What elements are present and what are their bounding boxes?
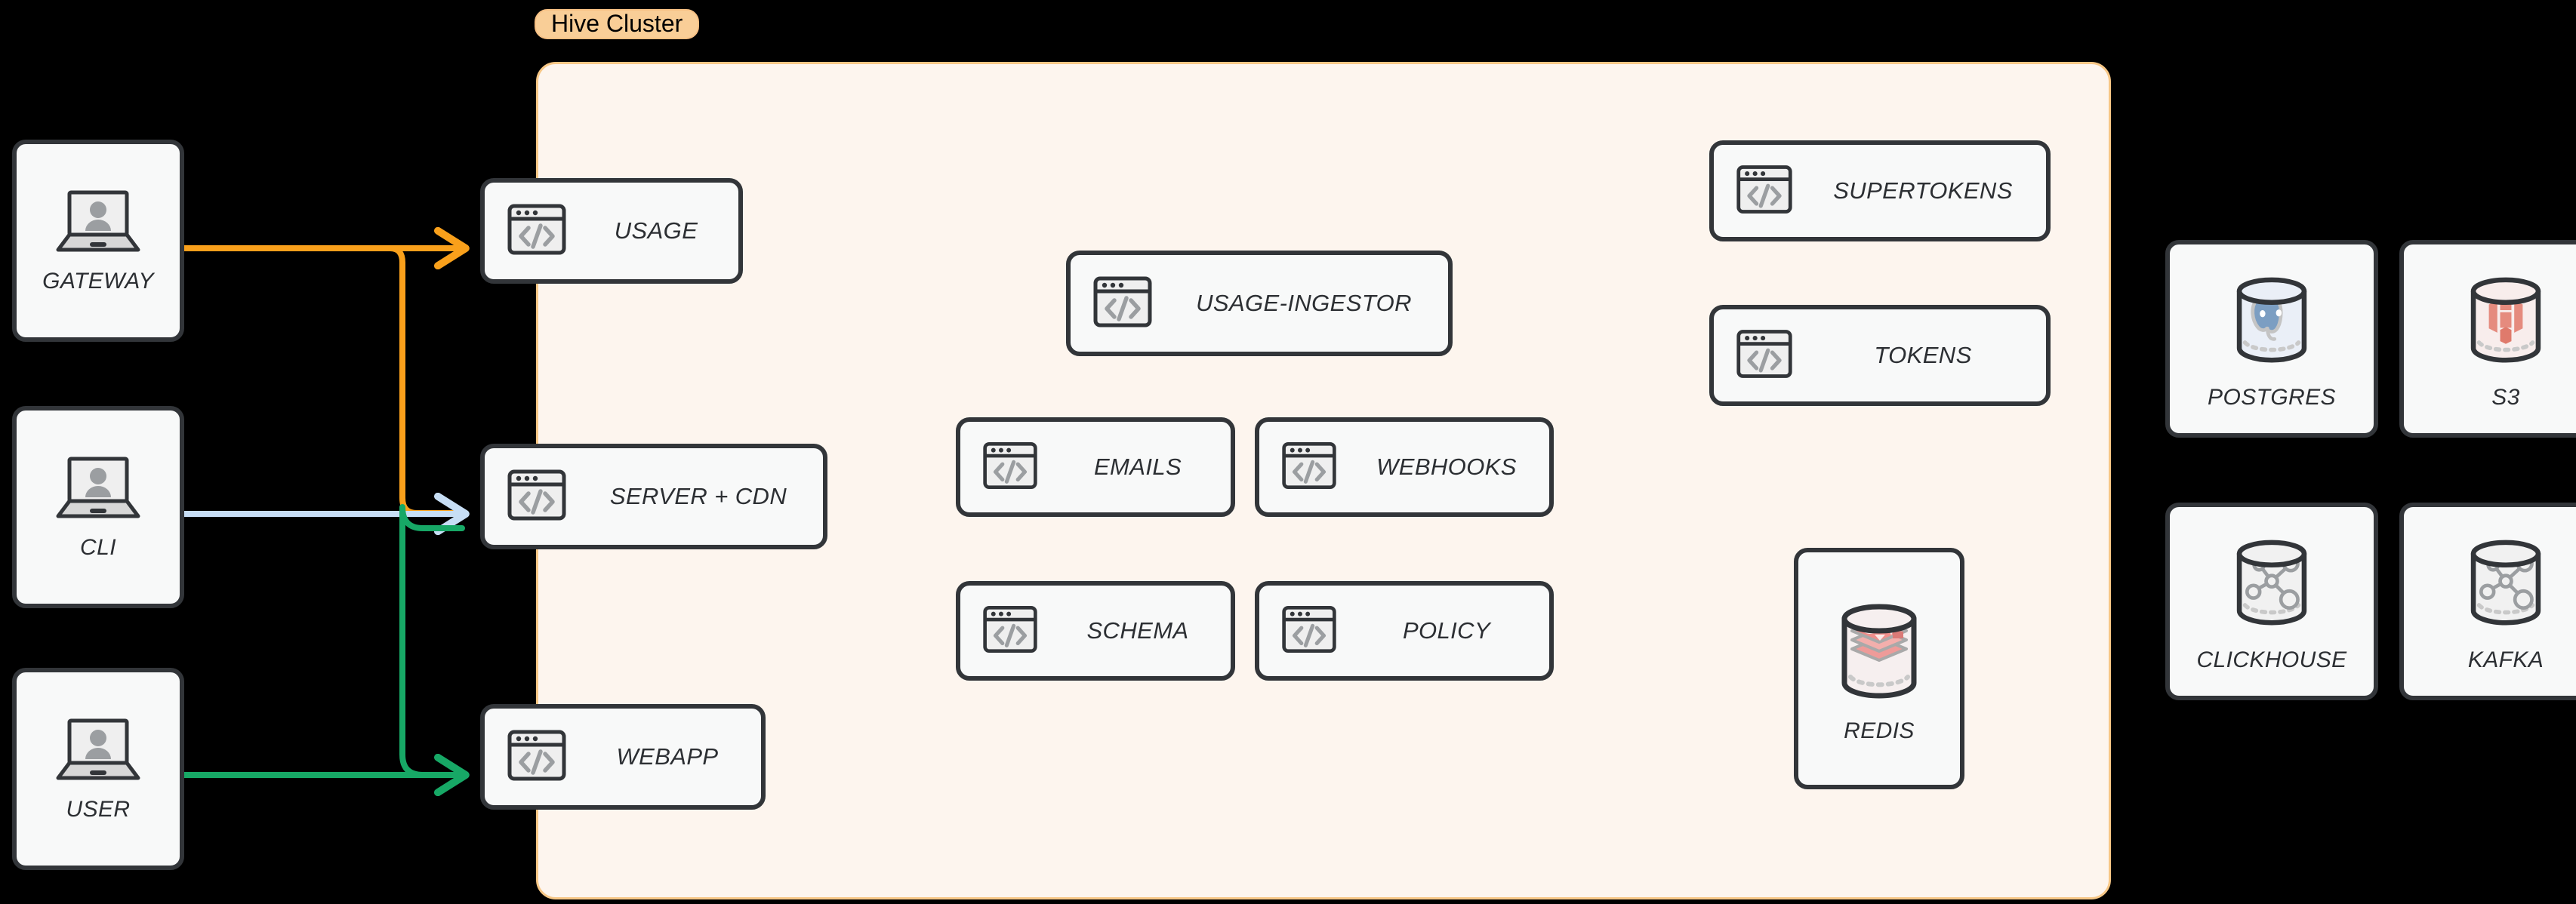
service-label-tokens: TOKENS (1874, 342, 1972, 368)
service-card-usage[interactable]: USAGE (480, 178, 743, 284)
service-label-usage-ingestor: USAGE-INGESTOR (1196, 290, 1412, 316)
database-postgres-icon (2221, 268, 2322, 377)
database-network-icon (2455, 530, 2556, 640)
service-label-schema: SCHEMA (1086, 617, 1189, 644)
client-card-gateway[interactable]: GATEWAY (12, 140, 184, 342)
service-card-schema[interactable]: SCHEMA (956, 581, 1235, 681)
code-window-icon (1280, 601, 1338, 662)
code-window-icon (981, 601, 1039, 662)
wire-user-to-server-cdn (399, 504, 465, 778)
service-label-emails: EMAILS (1093, 454, 1182, 480)
hive-cluster-tag-label: Hive Cluster (551, 9, 683, 37)
service-label-supertokens: SUPERTOKENS (1833, 177, 2013, 204)
service-card-emails[interactable]: EMAILS (956, 417, 1235, 517)
datastore-label-postgres: POSTGRES (2208, 384, 2336, 410)
client-card-cli[interactable]: CLI (12, 406, 184, 608)
laptop-user-icon (51, 454, 146, 527)
datastore-label-redis: REDIS (1844, 718, 1915, 743)
code-window-icon (1735, 160, 1794, 223)
service-label-server-cdn: SERVER + CDN (609, 483, 787, 509)
client-label-gateway: GATEWAY (42, 268, 154, 294)
datastore-label-kafka: KAFKA (2467, 647, 2544, 672)
datastore-label-clickhouse: CLICKHOUSE (2196, 647, 2347, 672)
service-card-tokens[interactable]: TOKENS (1709, 305, 2051, 406)
hive-cluster-tag: Hive Cluster (535, 9, 700, 39)
laptop-user-icon (51, 716, 146, 789)
client-card-user[interactable]: USER (12, 668, 184, 870)
service-card-usage-ingestor[interactable]: USAGE-INGESTOR (1066, 251, 1453, 356)
code-window-icon (1092, 271, 1154, 337)
service-card-policy[interactable]: POLICY (1255, 581, 1554, 681)
laptop-user-icon (51, 188, 146, 261)
service-label-webhooks: WEBHOOKS (1376, 454, 1517, 480)
datastore-card-s3[interactable]: S3 (2399, 240, 2576, 438)
code-window-icon (506, 724, 568, 790)
service-card-webapp[interactable]: WEBAPP (480, 704, 766, 810)
datastore-card-postgres[interactable]: POSTGRES (2165, 240, 2378, 438)
database-network-icon (2221, 530, 2322, 640)
code-window-icon (1280, 437, 1338, 498)
code-window-icon (981, 437, 1039, 498)
service-label-policy: POLICY (1402, 617, 1491, 644)
service-card-server-cdn[interactable]: SERVER + CDN (480, 444, 827, 549)
client-label-user: USER (66, 796, 131, 822)
datastore-label-s3: S3 (2491, 384, 2520, 410)
client-label-cli: CLI (80, 534, 116, 560)
code-window-icon (1735, 324, 1794, 387)
service-card-supertokens[interactable]: SUPERTOKENS (1709, 140, 2051, 241)
service-label-usage: USAGE (614, 217, 698, 244)
service-label-webapp: WEBAPP (616, 743, 719, 770)
database-redis-icon (1828, 594, 1930, 711)
datastore-card-clickhouse[interactable]: CLICKHOUSE (2165, 503, 2378, 700)
service-card-webhooks[interactable]: WEBHOOKS (1255, 417, 1554, 517)
code-window-icon (506, 198, 568, 264)
datastore-card-redis[interactable]: REDIS (1794, 548, 1964, 789)
database-s3-icon (2455, 268, 2556, 377)
wire-gateway-to-server-cdn (363, 245, 465, 516)
datastore-card-kafka[interactable]: KAFKA (2399, 503, 2576, 700)
code-window-icon (506, 464, 568, 530)
